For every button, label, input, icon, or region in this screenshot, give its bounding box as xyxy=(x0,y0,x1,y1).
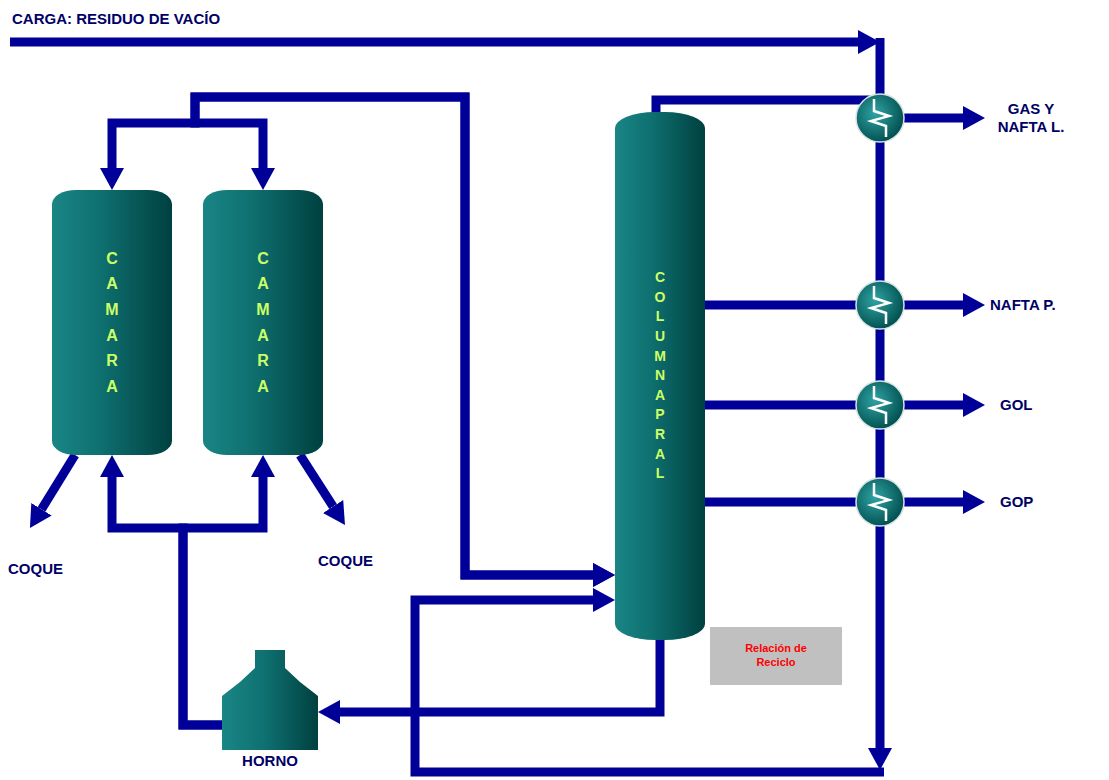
heat-exchanger xyxy=(856,381,904,429)
process-connector xyxy=(195,97,593,575)
heat-exchangers xyxy=(856,94,904,526)
exchanger-shell xyxy=(856,94,904,142)
furnace-body xyxy=(222,650,318,750)
product-line xyxy=(656,100,870,114)
pipe-group xyxy=(10,38,963,772)
coke-drum: CAMARA xyxy=(52,190,172,455)
process-connector xyxy=(112,477,222,725)
process-connector xyxy=(112,97,593,575)
exchanger-shell xyxy=(856,478,904,526)
coke-drum: CAMARA xyxy=(203,190,323,455)
product-label: NAFTA P. xyxy=(990,296,1056,314)
vessel-label: COLUMNA PRAL xyxy=(653,268,667,484)
exchanger-shell xyxy=(856,381,904,429)
product-line xyxy=(705,301,870,310)
feed-label: CARGA: RESIDUO DE VACÍO xyxy=(12,10,220,28)
product-line xyxy=(705,401,870,410)
feed-line xyxy=(10,38,858,47)
coke-label: COQUE xyxy=(8,560,63,578)
product-line xyxy=(705,498,870,507)
product-label: GAS Y NAFTA L. xyxy=(985,100,1077,136)
exchanger-coil xyxy=(871,286,889,324)
product-label: GOL xyxy=(1000,396,1033,414)
process-connector xyxy=(340,640,660,712)
furnace: HORNO xyxy=(222,650,318,750)
heat-exchanger xyxy=(856,94,904,142)
note-box: Relación de Reciclo xyxy=(710,627,842,685)
product-label: GOP xyxy=(1000,493,1033,511)
vessel-label: CAMARA xyxy=(255,246,271,400)
furnace-shape xyxy=(222,650,318,750)
heat-exchanger xyxy=(856,478,904,526)
note-text: Relación de Reciclo xyxy=(740,642,812,670)
main-column: COLUMNA PRAL xyxy=(615,112,705,640)
equipment-label: HORNO xyxy=(202,752,338,769)
exchanger-coil xyxy=(871,99,889,137)
exchanger-shell xyxy=(856,281,904,329)
coke-arrow xyxy=(42,455,76,509)
heat-exchanger xyxy=(856,281,904,329)
exchanger-coil xyxy=(871,483,889,521)
exchanger-coil xyxy=(871,386,889,424)
vessel-label: CAMARA xyxy=(104,246,120,400)
coke-arrow xyxy=(300,455,333,507)
coke-label: COQUE xyxy=(318,552,373,570)
